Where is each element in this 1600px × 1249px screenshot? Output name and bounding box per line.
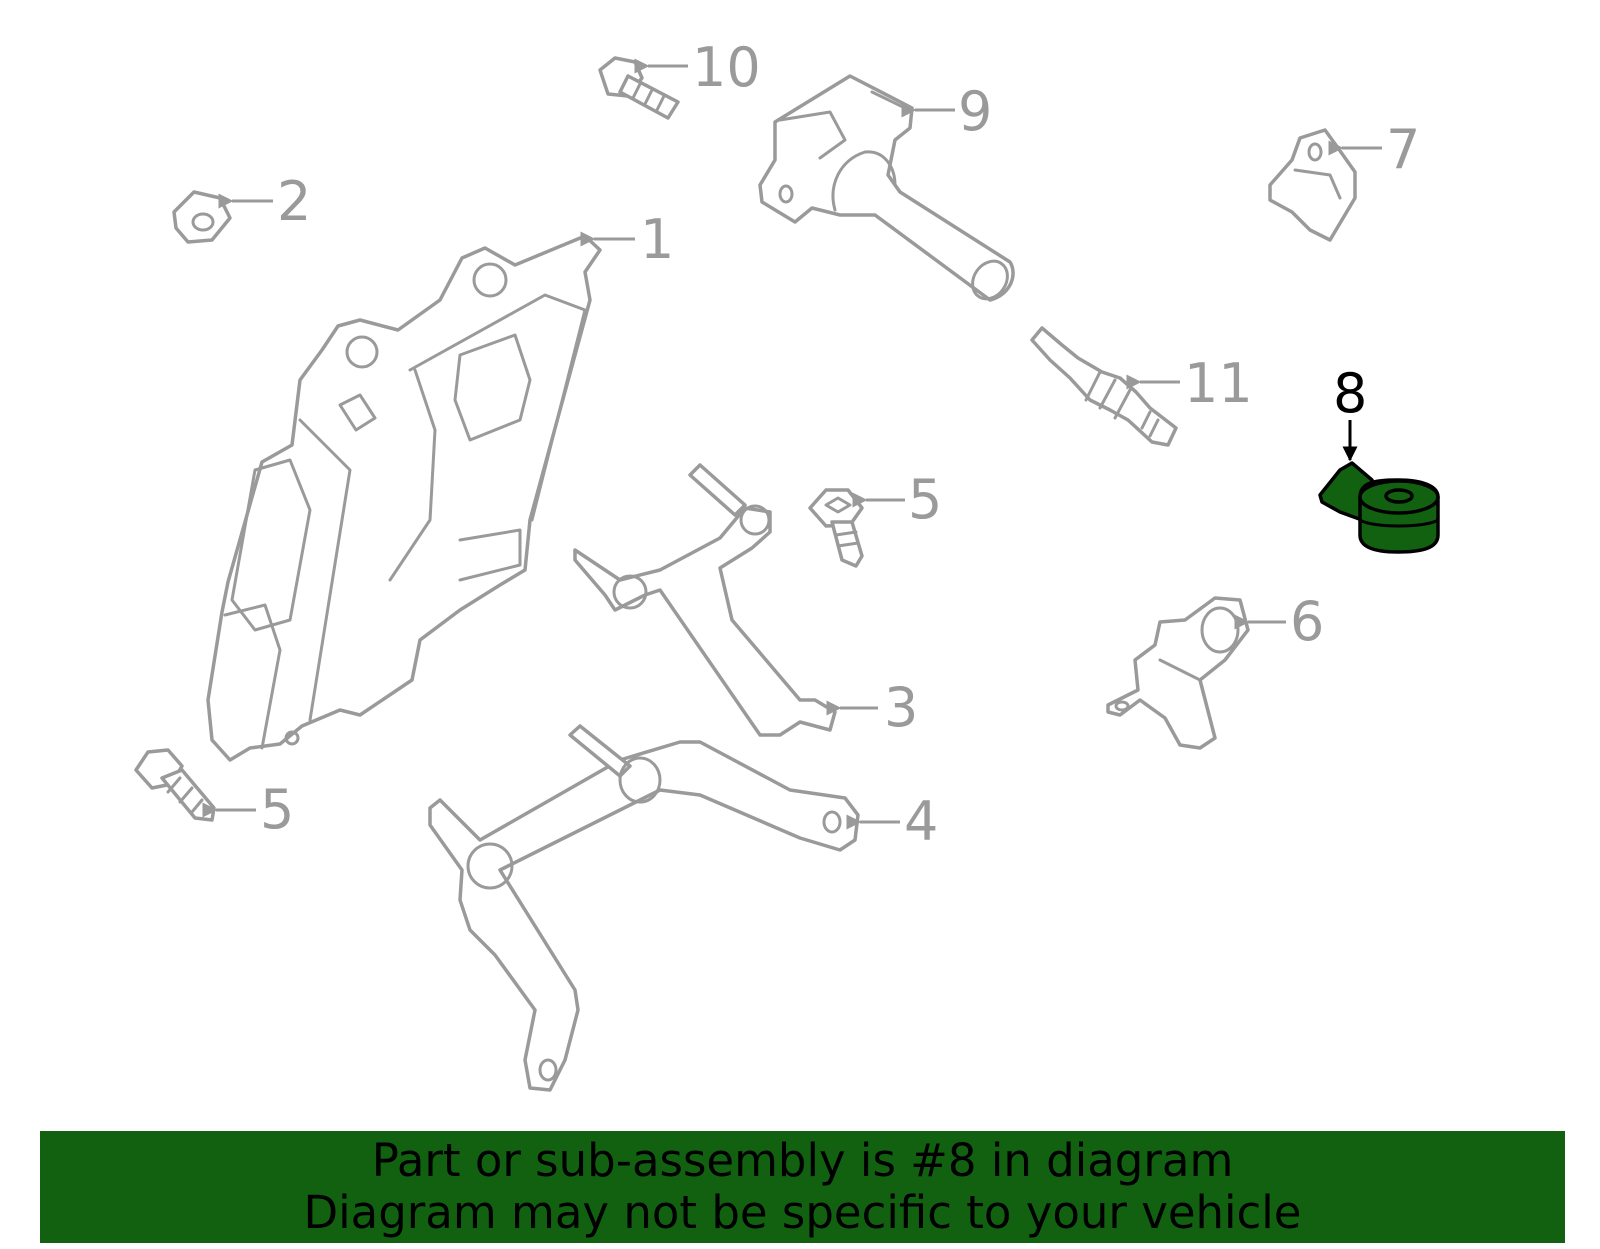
- callout-4: 4: [904, 790, 938, 853]
- banner-line-1: Part or sub-assembly is #8 in diagram: [371, 1134, 1234, 1187]
- callout-7: 7: [1386, 118, 1420, 181]
- callout-2: 2: [277, 170, 311, 233]
- part-7-sensor: [1268, 128, 1357, 242]
- part-1-control-module: [206, 234, 602, 762]
- part-6-sensor: [1106, 596, 1250, 750]
- callout-11: 11: [1184, 352, 1253, 415]
- part-3-bracket: [573, 463, 837, 737]
- callout-8: 8: [1333, 362, 1367, 425]
- part-4-bracket: [428, 724, 860, 1092]
- part-5-bolt-lower: [134, 748, 216, 822]
- callout-9: 9: [958, 80, 992, 143]
- part-2-nut: [172, 190, 232, 244]
- callout-5-upper: 5: [908, 468, 942, 531]
- part-5-bolt-upper: [808, 488, 864, 568]
- callout-1: 1: [640, 208, 674, 271]
- callout-5-lower: 5: [260, 778, 294, 841]
- callout-10: 10: [692, 36, 761, 99]
- part-10-bolt: [598, 56, 680, 120]
- parts-diagram: 1 2 3 4 5 5 6 7 8 9 10 11: [134, 36, 1440, 1092]
- callout-6: 6: [1290, 590, 1324, 653]
- part-11-spark-plug: [1030, 326, 1178, 447]
- callout-3: 3: [884, 676, 918, 739]
- info-banner: Part or sub-assembly is #8 in diagram Di…: [40, 1131, 1565, 1243]
- part-8-knock-sensor: [1318, 461, 1440, 554]
- banner-line-2: Diagram may not be specific to your vehi…: [303, 1186, 1302, 1239]
